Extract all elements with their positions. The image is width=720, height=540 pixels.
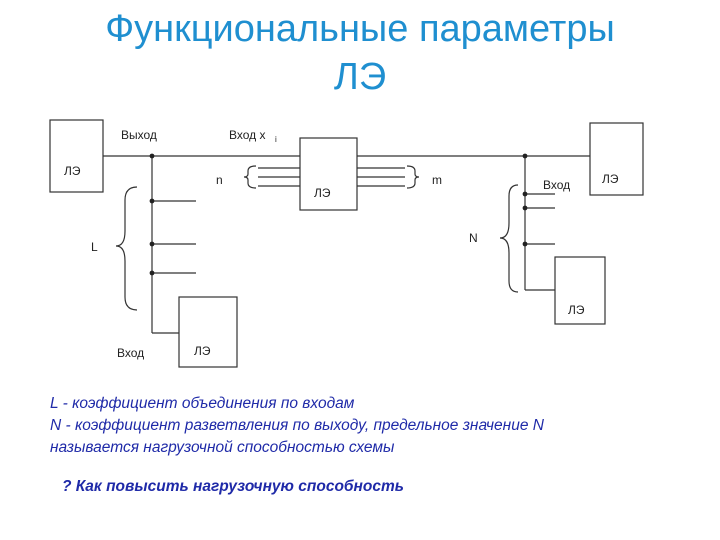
load-block-right-top [589,122,644,196]
junction-dot [522,191,528,197]
L-label: L [91,240,98,254]
junction-dot [149,198,155,204]
source-block [49,119,104,193]
definition-L: L - коэффициент объединения по входам [50,395,355,412]
source-block-label: ЛЭ [64,164,81,178]
input-label-right: Вход [543,178,570,192]
junction-dot [149,270,155,276]
question-text: ? Как повысить нагрузочную способность [62,478,404,495]
definition-N-continued: называется нагрузочной способностью схем… [50,439,395,456]
m-brace [406,165,420,189]
junction-dot [522,205,528,211]
N-brace [499,184,519,293]
page-title-line2: ЛЭ [333,56,387,98]
center-block [299,137,358,211]
page-title: Функциональные параметры [105,8,615,50]
load-block-right-top-label: ЛЭ [602,172,619,186]
N-label: N [469,231,478,245]
junction-dot [522,241,528,247]
load-block-right-bottom-label: ЛЭ [568,303,585,317]
definitions: L - коэффициент объединения по входам N … [50,393,544,459]
load-block-left [178,296,238,368]
input-label-left: Вход [117,346,144,360]
definition-N: N - коэффициент разветвления по выходу, … [50,417,544,434]
output-label: Выход [121,128,157,142]
input-xi-subscript: i [275,135,277,144]
junction-dot [149,241,155,247]
L-brace [115,186,138,311]
junction-dot [149,153,155,159]
junction-dot [522,153,528,159]
input-xi-label: Вход x [229,128,265,142]
load-block-right-bottom [554,256,606,325]
m-label: m [432,173,442,187]
load-block-left-label: ЛЭ [194,344,211,358]
n-label: n [216,173,223,187]
n-brace [243,165,257,189]
center-block-label: ЛЭ [314,186,331,200]
